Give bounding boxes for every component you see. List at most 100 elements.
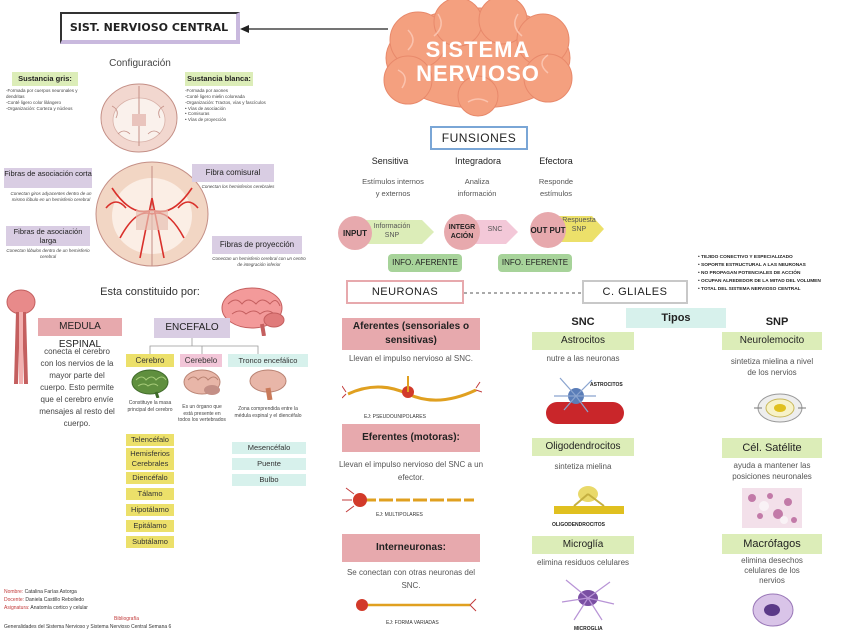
blanca-item: • Comisuras (185, 111, 210, 117)
gliales-bullet-text: TEJIDO CONECTIVO Y ESPECIALIZADO (701, 255, 793, 260)
title-line-1: SISTEMA (425, 37, 531, 62)
gliales-bullet: • TEJIDO CONECTIVO Y ESPECIALIZADO (698, 255, 793, 260)
cerebelo-desc: Es un órgano que está presente en todos … (178, 404, 226, 423)
gliales-bullet: • TOTAL DEL SISTEMA NERVIOSO CENTRAL (698, 287, 801, 292)
fibras-proyeccion-label: Fibras de proyección (212, 236, 302, 254)
microglia-illustration (561, 579, 615, 621)
footer-asignatura: Asignatura: Anatomía cortico y celular (4, 604, 224, 612)
input-arrow-shape (362, 220, 434, 244)
funcion-integradora-label: Integradora (454, 156, 502, 166)
footer-asignatura-val: Anatomía cortico y celular (30, 605, 88, 611)
cerebelo-icon (183, 369, 221, 395)
fibra-comisural-desc: Conectan los hemisferios cerebrales (201, 184, 275, 189)
eferentes-label: Eferentes (motoras): (342, 424, 480, 452)
medula-espinal-desc: conecta el cerebro con los nervios de la… (39, 347, 115, 428)
celula-satelite-illustration (742, 488, 802, 528)
input-circle: INPUT (338, 216, 372, 250)
macrofagos-desc: elimina desechos celulares de los nervio… (741, 556, 803, 585)
gris-item: -Formada por cuerpos neuronales y dendri… (6, 88, 78, 99)
funciones-title-box: FUNSIONES (430, 126, 528, 150)
neurolemocito-desc: sintetiza mielina a nivel de los nervios (730, 357, 814, 377)
snc-label-box: SIST. NERVIOSO CENTRAL (60, 12, 240, 44)
macrofago-illustration (752, 593, 794, 627)
funciones-title: FUNSIONES (441, 131, 517, 145)
input-arrow-text: Información SNP (373, 223, 411, 239)
footer-credits: Nombre: Catalina Farías Astorga Docente:… (4, 588, 224, 612)
gliales-bullet: • NO PROPAGAN POTENCIALES DE ACCIÓN (698, 271, 801, 276)
output-circle: OUT PUT (530, 212, 566, 248)
aferentes-label: Aferentes (sensoriales o sensitivas) (342, 318, 480, 350)
output-arrow-shape (556, 216, 604, 242)
blanca-item: -Organización: Tractos, vías y fascículo… (185, 99, 266, 105)
arrow-title-to-snc (240, 25, 388, 33)
integracion-arrow-shape (470, 220, 518, 244)
eferentes-caption: EJ: MULTIPOLARES (376, 512, 423, 518)
brain-section-illustration (100, 83, 178, 153)
aferentes-desc: Llevan el impulso nervioso al SNC. (348, 354, 474, 363)
constituido-title: Esta constituido por: (100, 286, 200, 298)
tronco-parts: Mesencéfalo Puente Bulbo (232, 442, 306, 486)
astrocitos-caption: ASTROCITOS (590, 382, 623, 388)
fibras-asociacion-corta-label: Fibras de asociación corta (4, 168, 92, 188)
footer-nombre: Nombre: Catalina Farías Astorga (4, 588, 224, 596)
snc-label: SIST. NERVIOSO CENTRAL (69, 20, 229, 34)
blanca-item: • Vías de proyección (185, 117, 227, 123)
cerebro-part-subtalamo: Subtálamo (126, 536, 174, 548)
gliales-bullet-text: SOPORTE ESTRUCTURAL A LAS NEURONAS (701, 263, 806, 268)
tronco-label: Tronco encefálico (228, 354, 308, 367)
output-label: OUT PUT (530, 225, 566, 235)
sustancia-gris-list: -Formada por cuerpos neuronales y dendri… (6, 88, 86, 111)
footer-asignatura-key: Asignatura: (4, 605, 30, 611)
cerebro-icon (131, 369, 169, 398)
microglia-caption: MICROGLIA (574, 626, 603, 632)
sustancia-blanca-label: Sustancia blanca: (185, 72, 253, 86)
interneuronas-desc: Se conectan con otras neuronas del SNC. (346, 568, 476, 590)
footer-docente: Docente: Daniela Castillo Rebolledo (4, 596, 224, 604)
blanca-item: -Conté ligero mielin coloreada (185, 93, 245, 99)
gliales-bullet-text: NO PROPAGAN POTENCIALES DE ACCIÓN (701, 271, 801, 276)
neuronas-gliales-dashed-line (464, 292, 582, 294)
oligodendrocito-illustration (554, 486, 624, 514)
gliales-bullet-text: OCUPAN ALREDEDOR DE LA MITAD DEL VOLUMEN (701, 279, 821, 284)
funcion-sensitiva-label: Sensitiva (371, 156, 409, 166)
interneuronas-caption: EJ: FORMA VARIADAS (386, 620, 439, 626)
configuracion-title: Configuración (109, 58, 171, 69)
oligodendrocitos-label: Oligodendrocitos (532, 438, 634, 456)
snp-column-label: SNP (765, 316, 789, 328)
fibras-asociacion-larga-desc: Conectan lóbulos dentro de un hemisferio… (6, 248, 90, 259)
sustancia-blanca-list: -Formada por axones -Conté ligero mielin… (185, 88, 275, 123)
encefalo-connectors (149, 338, 259, 354)
cerebro-parts: Telencéfalo Hemisferios Cerebrales Dienc… (126, 434, 174, 548)
funcion-integradora-desc: Analiza información (457, 177, 497, 198)
tronco-desc: Zona comprendida entre la médula espinal… (234, 406, 302, 419)
footer-docente-val: Daniela Castillo Rebolledo (25, 597, 85, 603)
fibras-asociacion-corta-desc: Conectan giros adyacentes dentro de un m… (10, 191, 92, 202)
integracion-label: INTEGR ACIÓN (448, 224, 476, 240)
tronco-part-bulbo: Bulbo (232, 474, 306, 486)
footer-docente-key: Docente: (4, 597, 25, 603)
blanca-item: -Formada por axones (185, 88, 229, 93)
cerebro-part-diencefalo: Diencéfalo (126, 472, 174, 484)
funcion-sensitiva-desc: Estímulos internos y externos (362, 177, 424, 198)
footer-bibliografia: Generalidades del Sistema Nervioso y Sis… (4, 624, 172, 630)
neurona-multipolar-illustration (342, 487, 474, 513)
info-eferente-badge: INFO. EFERENTE (498, 254, 572, 272)
gris-item: -Conté ligero color lilángero (6, 99, 62, 105)
title-line-2: NERVIOSO (416, 61, 540, 86)
fibra-comisural-label: Fibra comisural (192, 164, 274, 182)
microglia-label: Microglía (532, 536, 634, 554)
page-title: SISTEMA NERVIOSO (398, 38, 558, 86)
oligodendrocitos-desc: sintetiza mielina (554, 462, 612, 471)
funcion-efectora-label: Efectora (539, 156, 573, 166)
gris-item: -Organización: Corteza y núcleos (6, 105, 73, 111)
medula-espinal-label: MEDULA ESPINAL (38, 318, 122, 350)
cerebro-desc: Constituye la masa principal del cerebro (127, 400, 173, 413)
encefalo-brain-illustration (221, 287, 285, 336)
gliales-bullets: • TEJIDO CONECTIVO Y ESPECIALIZADO • SOP… (698, 254, 846, 294)
footer-nombre-val: Catalina Farías Astorga (24, 589, 77, 595)
neurolemocito-label: Neurolemocito (722, 332, 822, 350)
celula-satelite-desc: ayuda a mantener las posiciones neuronal… (732, 461, 812, 481)
gliales-title-box: C. GLIALES (582, 280, 688, 304)
fibras-asociacion-larga-label: Fibras de asociación larga (6, 226, 90, 246)
blanca-item: • Vías de asociación (185, 105, 226, 111)
